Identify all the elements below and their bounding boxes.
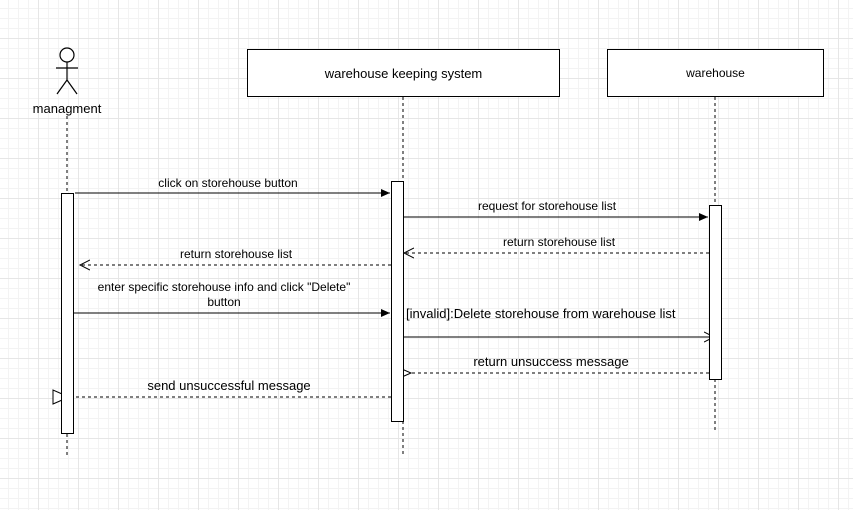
message-enter-info: enter specific storehouse info and click… [97,280,351,294]
message-unsuccess-return: return unsuccess message [473,354,629,369]
activation-system [391,181,404,422]
message-click-storehouse: click on storehouse button [158,176,298,190]
message-return-list-actor: return storehouse list [179,247,293,261]
message-delete-storehouse: [invalid]:Delete storehouse from warehou… [406,306,676,321]
message-unsuccessful-send: send unsuccessful message [147,378,311,393]
participant-warehouse: warehouse [607,49,824,97]
participant-system-label: warehouse keeping system [324,65,483,81]
message-return-list-warehouse: return storehouse list [502,235,616,249]
message-enter-info-line2: button [207,295,241,309]
participant-warehouse-label: warehouse [686,66,745,80]
actor-label: managment [32,101,102,116]
participant-system: warehouse keeping system [247,49,560,97]
activation-warehouse [709,205,722,380]
actor-icon [56,47,78,95]
message-request-list: request for storehouse list [477,199,617,213]
activation-actor [61,193,74,434]
